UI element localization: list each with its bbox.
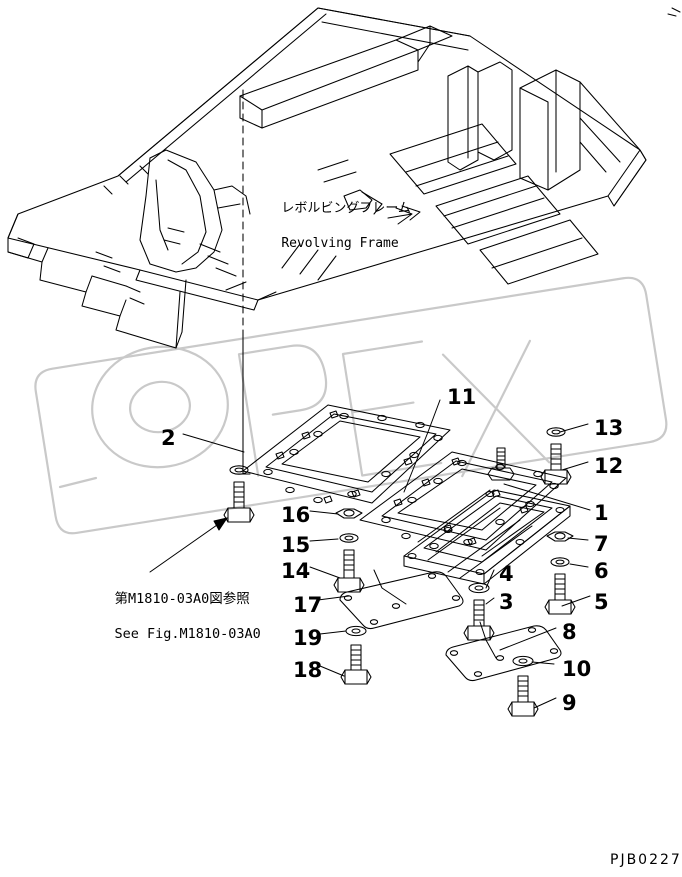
reference-note-ja: 第M1810-03A0図参照: [114, 590, 250, 607]
callout-2[interactable]: 2: [161, 426, 176, 450]
reference-note-en: See Fig.M1810-03A0: [114, 626, 261, 643]
revolving-frame-geometry: [7, 7, 681, 349]
fastener-stack-left-lower: [340, 625, 372, 685]
callout-1[interactable]: 1: [594, 501, 609, 525]
callout-15[interactable]: 15: [281, 533, 311, 557]
cover-plate-small-right-8: [445, 625, 562, 682]
callout-3[interactable]: 3: [499, 590, 514, 614]
fastener-stack-center: [463, 582, 495, 641]
cover-plate-large-1: [403, 489, 571, 585]
callout-4[interactable]: 4: [499, 562, 514, 586]
callout-5[interactable]: 5: [594, 590, 609, 614]
callout-6[interactable]: 6: [594, 559, 609, 583]
fastener-ref-bolt-2: [223, 465, 255, 523]
revolving-frame-label-en: Revolving Frame: [281, 236, 399, 252]
reference-note-leader: [149, 517, 228, 573]
fastener-stack-lower-right: [507, 655, 539, 717]
callout-19[interactable]: 19: [293, 626, 323, 650]
callout-13[interactable]: 13: [594, 416, 624, 440]
callout-9[interactable]: 9: [562, 691, 577, 715]
revolving-frame-label: レボルビングフレーム Revolving Frame: [250, 183, 411, 270]
fastener-stack-right: [544, 531, 576, 615]
callout-7[interactable]: 7: [594, 532, 609, 556]
callout-10[interactable]: 10: [562, 657, 592, 681]
revolving-frame-label-ja: レボルビングフレーム: [281, 201, 411, 217]
callout-8[interactable]: 8: [562, 620, 577, 644]
callout-14[interactable]: 14: [281, 559, 311, 583]
callout-17[interactable]: 17: [293, 593, 323, 617]
fastener-small-top: [487, 447, 515, 481]
callout-18[interactable]: 18: [293, 658, 323, 682]
callout-11[interactable]: 11: [447, 385, 477, 409]
fastener-stack-upper-right: [540, 427, 572, 485]
reference-note: 第M1810-03A0図参照 See Fig.M1810-03A0: [82, 573, 261, 662]
callout-12[interactable]: 12: [594, 454, 624, 478]
fastener-stack-left: [333, 508, 365, 593]
drawing-number: PJB0227: [610, 852, 682, 868]
cover-plate-small-left-17: [339, 571, 464, 630]
gasket-upper-2: [242, 404, 451, 504]
callout-16[interactable]: 16: [281, 503, 311, 527]
leader-lines: [182, 399, 591, 709]
